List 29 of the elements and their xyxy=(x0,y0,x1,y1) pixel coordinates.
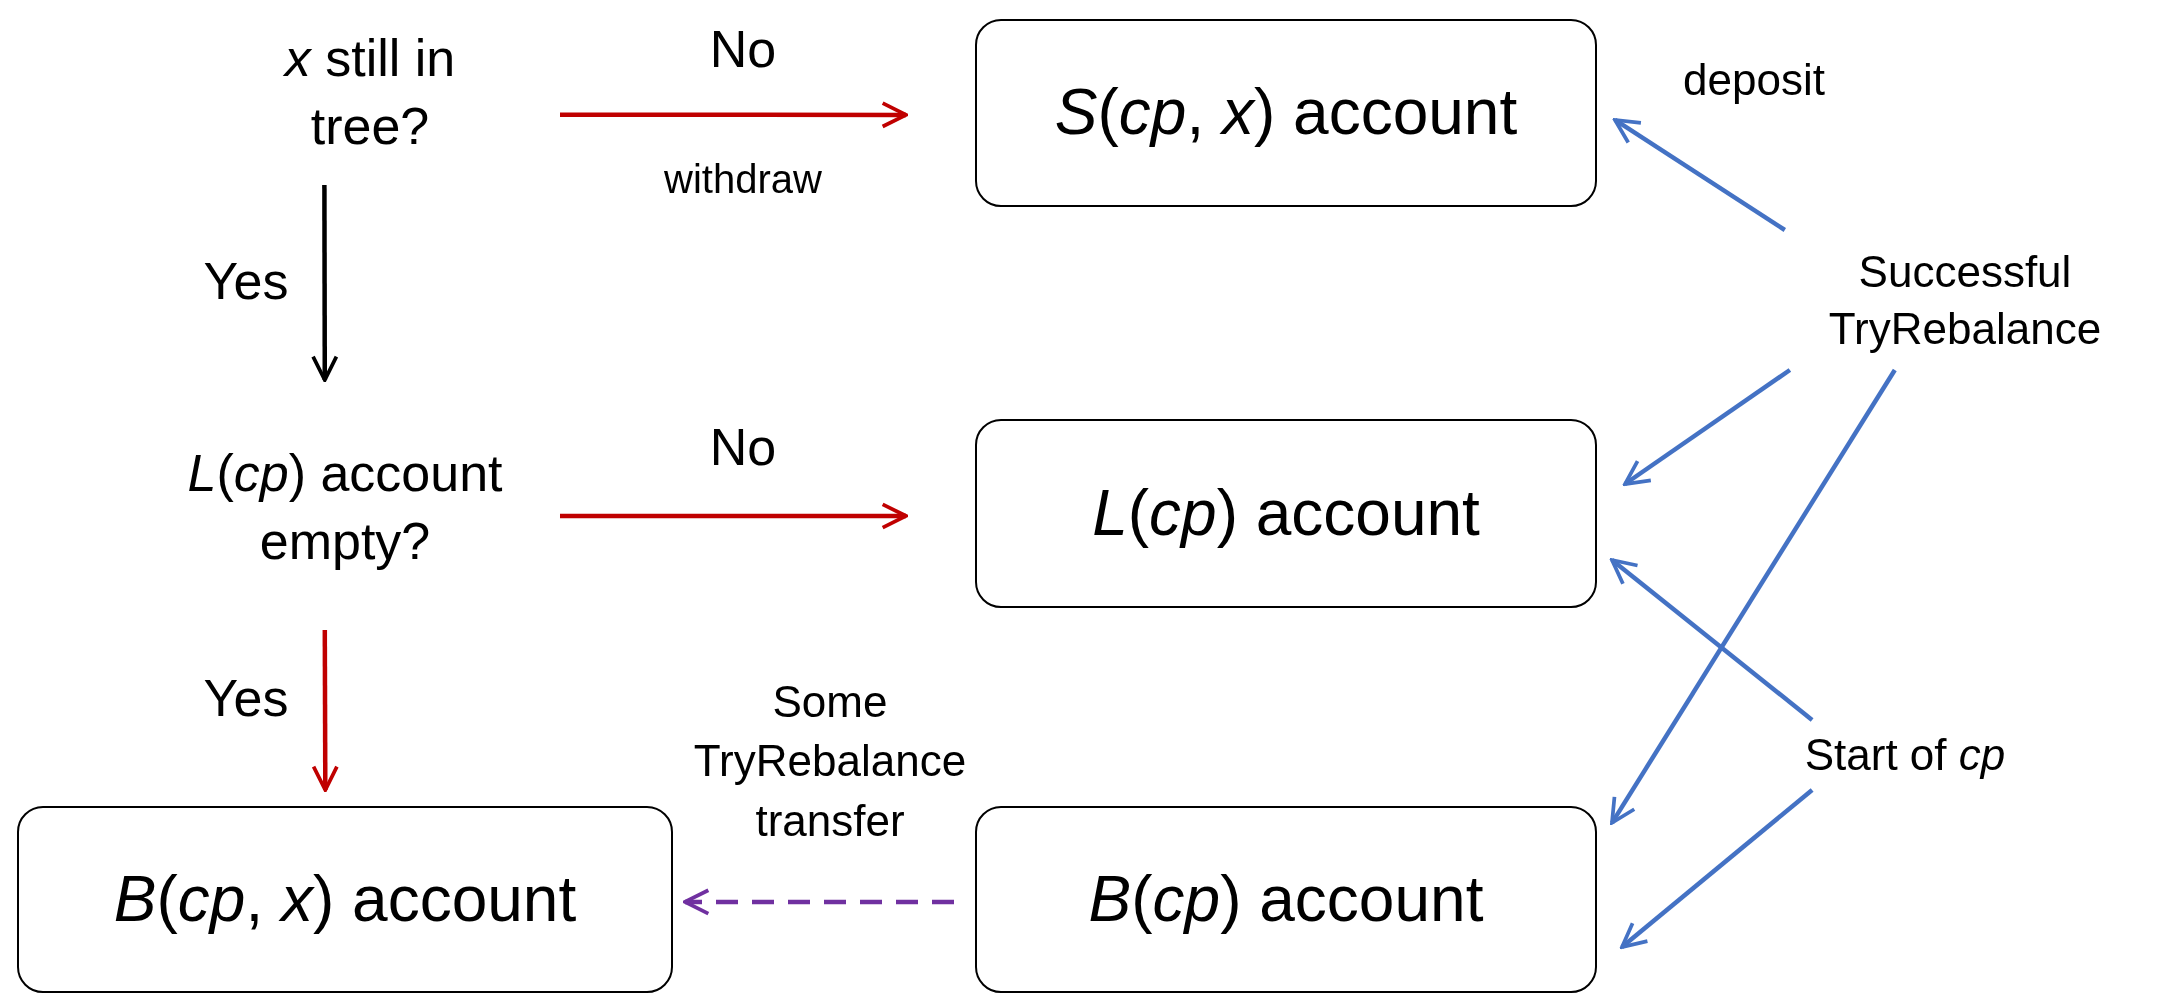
edge-label: No xyxy=(708,19,778,80)
arrow xyxy=(1613,118,1787,232)
arrow xyxy=(1623,368,1792,486)
account-label: B(cp) account xyxy=(1088,861,1484,937)
arrow xyxy=(1610,558,1814,722)
edge-label: deposit xyxy=(1682,54,1826,106)
account-box xyxy=(975,19,1597,207)
edge-label: No xyxy=(708,417,778,478)
edge-note: withdraw xyxy=(663,156,823,203)
arrow xyxy=(1610,368,1897,825)
edge-label: Yes xyxy=(202,251,290,312)
arrow xyxy=(683,888,954,916)
edge-label: Yes xyxy=(202,668,290,729)
arrow xyxy=(560,502,908,530)
account-label: L(cp) account xyxy=(1092,475,1480,551)
arrow xyxy=(560,101,908,129)
question-text: L(cp) account empty? xyxy=(186,442,504,572)
account-box xyxy=(975,806,1597,993)
event-label: Successful TryRebalance xyxy=(1827,245,2103,355)
edge-label: Some TryRebalance transfer xyxy=(692,676,968,847)
arrow xyxy=(311,185,339,382)
account-box xyxy=(975,419,1597,608)
arrow xyxy=(311,630,339,792)
account-box xyxy=(17,806,673,993)
account-label: B(cp, x) account xyxy=(113,861,577,937)
account-label: S(cp, x) account xyxy=(1054,75,1518,151)
arrow xyxy=(1620,788,1814,949)
event-label: Start of cp xyxy=(1804,729,2006,782)
question-text: x still in tree? xyxy=(282,27,457,157)
